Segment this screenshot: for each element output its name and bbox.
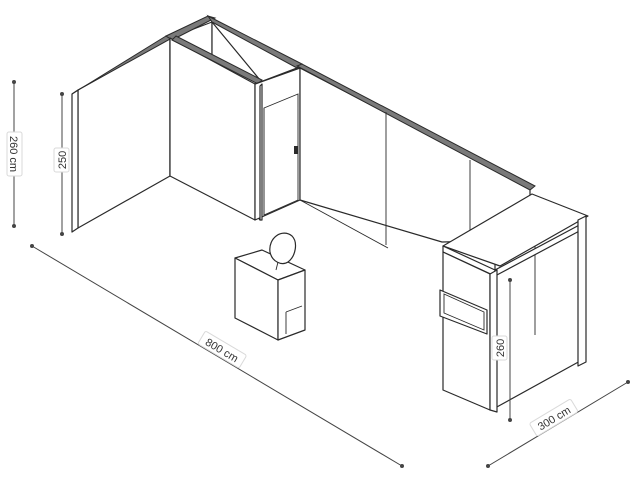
- dimension-length: [30, 244, 404, 468]
- label-column-height: 260: [495, 339, 507, 357]
- header-panel: [442, 193, 589, 367]
- door-handle-icon: [294, 146, 298, 154]
- left-wall: [71, 35, 174, 233]
- display-screen: [439, 289, 488, 335]
- storage-room: [169, 35, 303, 221]
- label-total-height: 260 cm: [7, 136, 19, 172]
- chair: [269, 232, 297, 271]
- reception-counter: [234, 249, 306, 341]
- main-back-wall: [295, 63, 536, 249]
- label-wall-height: 250: [57, 151, 69, 169]
- front-column: [439, 251, 498, 413]
- dimension-column-height: [508, 278, 512, 422]
